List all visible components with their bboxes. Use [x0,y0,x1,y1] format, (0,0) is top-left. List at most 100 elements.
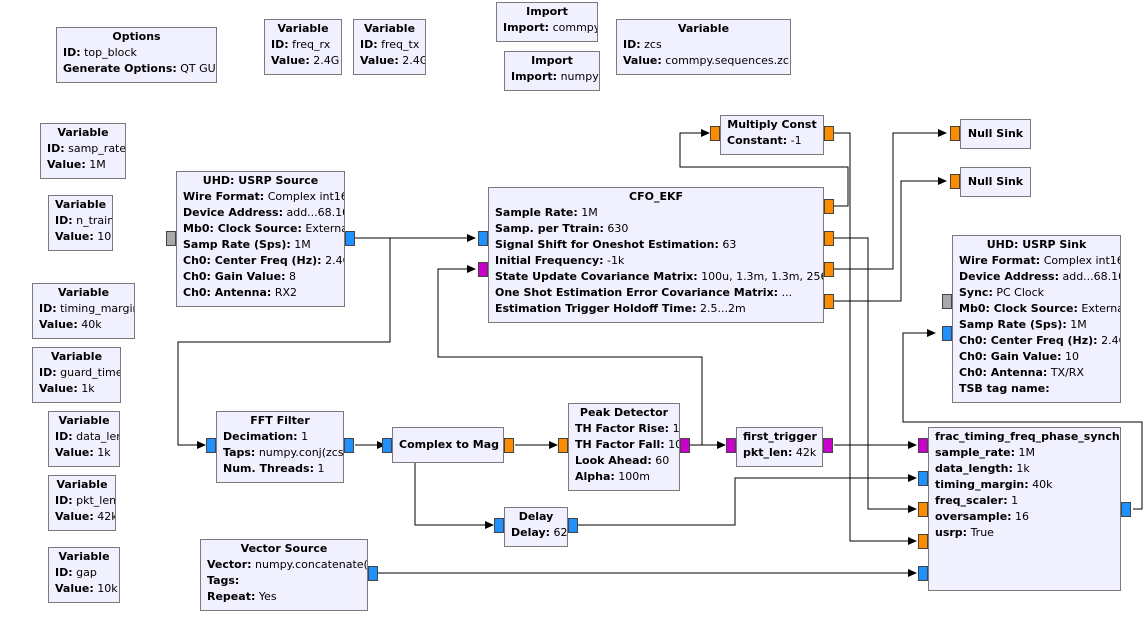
param-value: External [305,222,344,235]
param-value: 100u, 1.3m, 1.3m, 256....1m [701,270,823,283]
param-key: Mb0: Clock Source: [959,302,1078,315]
block-param: Vector: numpy.concatenate(... [207,557,367,573]
output-port[interactable] [824,262,834,277]
input-port[interactable] [950,174,960,189]
input-port[interactable] [918,566,928,581]
param-key: Num. Threads: [223,462,314,475]
input-port[interactable] [710,126,720,141]
param-value: ... [778,286,793,299]
param-key: Tags: [207,574,240,587]
input-port[interactable] [382,438,392,453]
param-value: PC Clock [992,286,1045,299]
param-value: freq_tx [377,38,420,51]
output-port[interactable] [824,199,834,214]
param-value: RX2 [271,286,298,299]
param-value: 1 [297,430,309,443]
input-port[interactable] [558,438,568,453]
output-port[interactable] [504,438,514,453]
input-port[interactable] [166,231,176,246]
input-port[interactable] [726,438,736,453]
param-key: Samp. per Ttrain: [495,222,604,235]
output-port[interactable] [824,126,834,141]
input-port[interactable] [918,534,928,549]
param-value: External [1081,302,1120,315]
param-value: -1 [787,134,802,147]
param-key: timing_margin: [935,478,1029,491]
param-value: 1M [577,206,598,219]
input-port[interactable] [206,438,216,453]
input-port[interactable] [478,231,488,246]
param-key: Ch0: Antenna: [183,286,272,299]
block-complex-to-mag[interactable]: Complex to Mag [392,427,504,463]
param-value: True [967,526,994,539]
output-port[interactable] [680,438,690,453]
block-param: Mb0: Clock Source: External [959,301,1120,317]
input-port[interactable] [494,518,504,533]
param-key: ID: [39,302,57,315]
param-key: Value: [271,54,310,67]
output-port[interactable] [368,566,378,581]
param-key: oversample: [935,510,1012,523]
input-port[interactable] [918,471,928,486]
block-param: Samp Rate (Sps): 1M [183,237,338,253]
param-value: Complex int16 [264,190,345,203]
input-port[interactable] [918,438,928,453]
param-key: ID: [39,366,57,379]
param-value: 1M [290,238,311,251]
input-port[interactable] [950,126,960,141]
block-title: UHD: USRP Source [202,174,319,187]
block-title: Variable [58,414,110,427]
input-port[interactable] [942,326,952,341]
output-port[interactable] [824,231,834,246]
output-port[interactable] [824,294,834,309]
input-port[interactable] [478,262,488,277]
output-port[interactable] [1121,502,1131,517]
param-key: ID: [55,494,73,507]
block-title: Null Sink [967,175,1024,188]
param-key: Constant: [727,134,788,147]
param-value: 10k [93,582,118,595]
input-port[interactable] [918,502,928,517]
output-port[interactable] [345,231,355,246]
input-port[interactable] [942,294,952,309]
param-value: 1k [93,446,111,459]
block-null-sink-2[interactable]: Null Sink [960,167,1031,197]
output-port[interactable] [823,438,833,453]
param-value: 62 [550,526,568,539]
block-title: Variable [57,286,110,299]
block-title: Variable [277,22,329,35]
param-key: Ch0: Center Freq (Hz): [959,334,1098,347]
param-value: guard_time [56,366,121,379]
output-port[interactable] [344,438,354,453]
block-param: Ch0: Gain Value: 10 [959,349,1114,365]
block-null-sink-1[interactable]: Null Sink [960,119,1031,149]
param-key: data_length: [935,462,1013,475]
param-value: 2.4G [309,54,340,67]
block-param: Import: commpy [503,20,597,36]
param-key: Initial Frequency: [495,254,604,267]
output-port[interactable] [568,518,578,533]
